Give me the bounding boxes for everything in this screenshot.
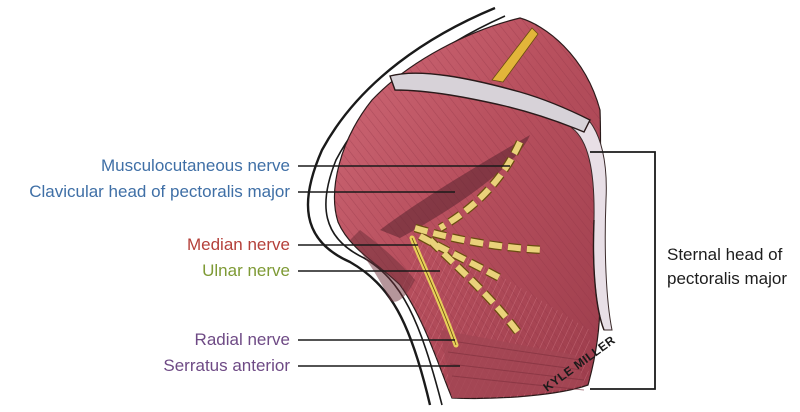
label-serratus-anterior: Serratus anterior: [163, 356, 290, 375]
sternal-border: [570, 121, 613, 331]
label-sternal-head: Sternal head of pectoralis major: [667, 243, 787, 291]
label-radial-nerve: Radial nerve: [194, 330, 290, 349]
ulnar-nerve-dashes: [418, 233, 502, 281]
muscle-groove-shadow: [380, 135, 530, 238]
label-clavicular-head: Clavicular head of pectoralis major: [29, 182, 290, 201]
body-contour-outer: [306, 6, 496, 406]
upper-nerve-bundle: [491, 27, 539, 83]
musculocutaneous-nerve-dashes: [438, 140, 523, 231]
leader-lines: [298, 165, 510, 367]
sternal-head-bracket: [590, 151, 656, 390]
serratus-anterior-muscle: [440, 330, 585, 398]
label-sternal-head-line2: pectoralis major: [667, 269, 787, 288]
median-nerve-dashes: [414, 225, 546, 253]
clavicle: [389, 72, 591, 133]
label-median-nerve: Median nerve: [186, 235, 290, 254]
label-sternal-head-line1: Sternal head of: [667, 245, 783, 264]
radial-nerve-dashes: [427, 237, 523, 337]
label-ulnar-nerve: Ulnar nerve: [202, 261, 290, 280]
label-musculocutaneous-nerve: Musculocutaneous nerve: [100, 156, 290, 175]
